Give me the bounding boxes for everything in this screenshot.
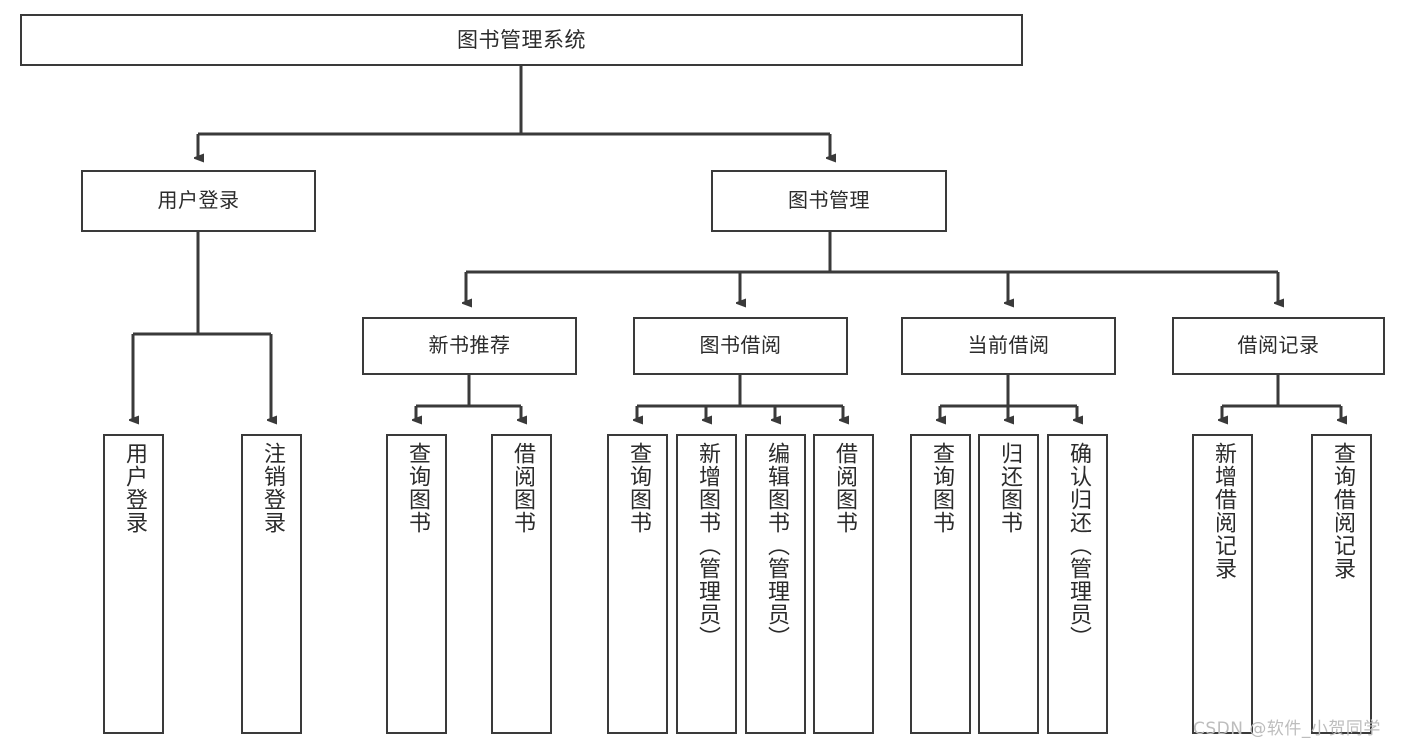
node-label: 查询图书 <box>404 442 430 534</box>
node-label: 当前借阅 <box>967 333 1050 358</box>
node-label: 查询图书 <box>928 442 954 534</box>
node-label: 新增图书（管理员） <box>694 442 720 649</box>
node-label: 新书推荐 <box>428 333 511 358</box>
leaf-borrow-borrow-book[interactable]: 借阅图书 <box>813 434 874 734</box>
node-label: 查询图书 <box>625 442 651 534</box>
leaf-borrow-add-book-admin[interactable]: 新增图书（管理员） <box>676 434 737 734</box>
leaf-new-book-borrow[interactable]: 借阅图书 <box>491 434 552 734</box>
node-label: 借阅图书 <box>831 442 857 534</box>
node-root-book-management-system[interactable]: 图书管理系统 <box>20 14 1023 66</box>
node-label: 归还图书 <box>996 442 1022 534</box>
node-label: 图书管理系统 <box>457 27 586 52</box>
node-label: 新增借阅记录 <box>1210 442 1236 580</box>
node-new-book-recommend[interactable]: 新书推荐 <box>362 317 577 375</box>
leaf-new-book-query[interactable]: 查询图书 <box>386 434 447 734</box>
leaf-user-login-logout[interactable]: 注销登录 <box>241 434 302 734</box>
node-label: 借阅记录 <box>1237 333 1320 358</box>
node-label: 借阅图书 <box>509 442 535 534</box>
csdn-watermark: CSDN @软件_小贺同学 <box>1193 719 1381 739</box>
node-label: 确认归还（管理员） <box>1065 442 1091 649</box>
node-label: 编辑图书（管理员） <box>763 442 789 649</box>
node-book-borrow[interactable]: 图书借阅 <box>633 317 848 375</box>
node-label: 用户登录 <box>157 188 240 213</box>
node-label: 用户登录 <box>121 442 147 534</box>
node-label: 注销登录 <box>259 442 285 534</box>
leaf-record-query-record[interactable]: 查询借阅记录 <box>1311 434 1372 734</box>
node-label: 图书管理 <box>788 188 870 213</box>
node-borrow-record[interactable]: 借阅记录 <box>1172 317 1385 375</box>
leaf-current-return-book[interactable]: 归还图书 <box>978 434 1039 734</box>
leaf-current-query-book[interactable]: 查询图书 <box>910 434 971 734</box>
node-book-management[interactable]: 图书管理 <box>711 170 947 232</box>
leaf-record-add-record[interactable]: 新增借阅记录 <box>1192 434 1253 734</box>
node-label: 查询借阅记录 <box>1329 442 1355 580</box>
node-label: 图书借阅 <box>699 333 782 358</box>
leaf-borrow-edit-book-admin[interactable]: 编辑图书（管理员） <box>745 434 806 734</box>
leaf-current-confirm-return-admin[interactable]: 确认归还（管理员） <box>1047 434 1108 734</box>
node-current-borrow[interactable]: 当前借阅 <box>901 317 1116 375</box>
leaf-user-login-login[interactable]: 用户登录 <box>103 434 164 734</box>
leaf-borrow-query-book[interactable]: 查询图书 <box>607 434 668 734</box>
node-user-login[interactable]: 用户登录 <box>81 170 316 232</box>
